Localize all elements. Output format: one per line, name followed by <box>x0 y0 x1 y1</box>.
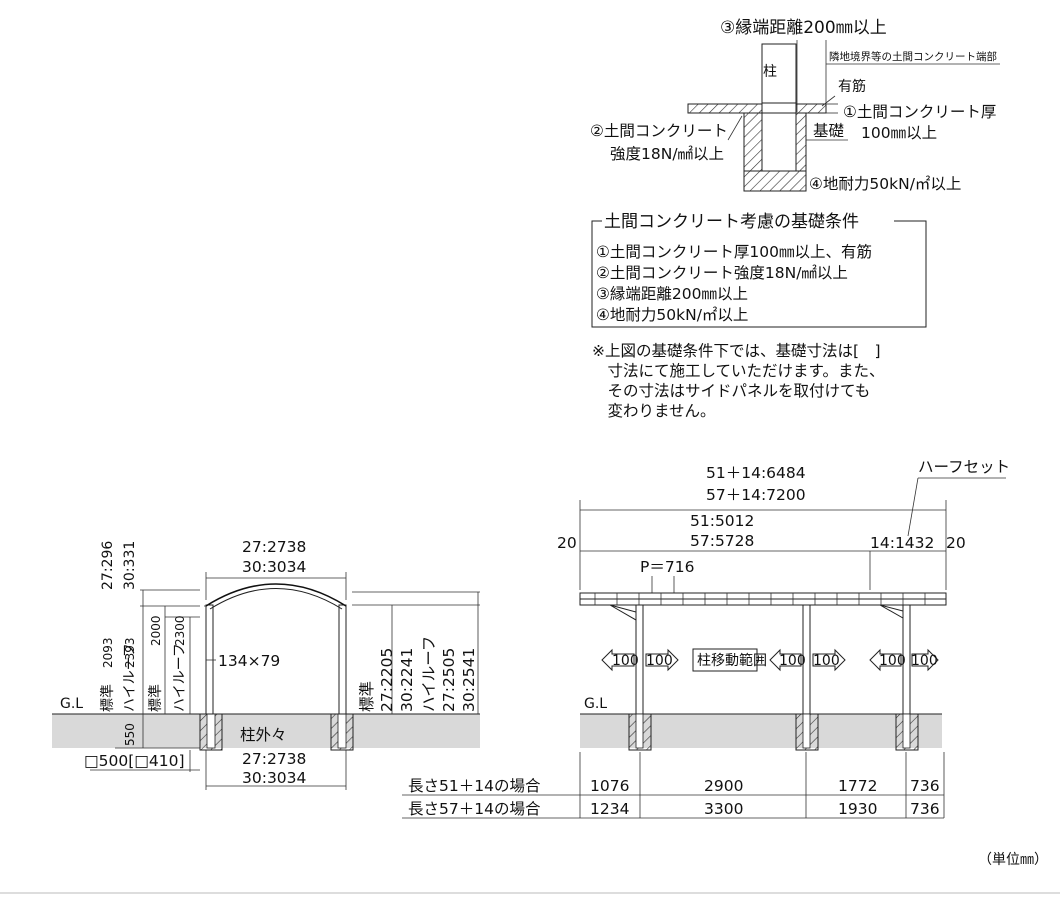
condition-item-2: ②土間コンクリート強度18N/㎟以上 <box>596 264 848 282</box>
row2-col2: 3300 <box>704 800 743 818</box>
slab-thickness-label-1: ①土間コンクリート厚 <box>843 103 996 121</box>
row1-label: 長さ51＋14の場合 <box>408 777 541 795</box>
condition-item-1: ①土間コンクリート厚100㎜以上、有筋 <box>596 243 872 261</box>
ground <box>52 714 480 748</box>
right-high-27: 27:2505 <box>440 648 458 712</box>
gl-label-front: G.L <box>60 696 83 712</box>
post-label: 柱 <box>763 64 777 80</box>
post-left <box>205 604 214 715</box>
offset-6: 100 <box>911 653 938 669</box>
roof-arc <box>205 583 347 607</box>
row2-col3: 1930 <box>838 800 877 818</box>
offset-4: 100 <box>813 653 840 669</box>
end-left: 20 <box>557 534 577 552</box>
row2-col4: 736 <box>910 800 940 818</box>
post-outer-label: 柱外々 <box>240 726 287 744</box>
offset-5: 100 <box>879 653 906 669</box>
offset-2: 100 <box>646 653 673 669</box>
std-label-inner: 標準 <box>148 684 164 712</box>
high-height: 2393 <box>123 637 137 668</box>
std-label-left: 標準 <box>100 684 116 712</box>
top-height-27: 27:296 <box>100 541 116 590</box>
bottom-width-27: 27:2738 <box>242 750 306 768</box>
post-size: 134×79 <box>218 652 280 670</box>
top-height-30: 30:331 <box>122 541 138 590</box>
length-14: 14:1432 <box>870 534 934 552</box>
foundation-detail: ③縁端距離200㎜以上 隣地境界等の土間コンクリート端部 柱 有筋 ①土間コンク… <box>590 18 1000 193</box>
front-elevation: G.L 27:2738 30:3034 27:296 30:331 2093 2… <box>52 538 480 790</box>
post-right <box>338 604 347 715</box>
total-length-57: 57＋14:7200 <box>706 486 806 504</box>
note-line-3: その寸法はサイドパネルを取付けても <box>592 382 870 400</box>
depth-label: 550 <box>123 723 137 746</box>
post-range-arrows: 100 100 柱移動範囲 100 100 100 100 <box>601 648 939 672</box>
std-height: 2093 <box>101 637 115 668</box>
end-right: 20 <box>946 534 966 552</box>
right-std-label: 標準 <box>358 681 376 712</box>
std-inner: 2000 <box>149 615 163 646</box>
note-line-1: ※上図の基礎条件下では、基礎寸法は[ ] <box>592 342 881 360</box>
pitch-label: P＝716 <box>640 558 694 576</box>
high-label-inner: ハイルーフ <box>172 643 188 712</box>
bearing-label: ④地耐力50kN/㎡以上 <box>809 175 961 193</box>
post-range-label: 柱移動範囲 <box>697 652 767 669</box>
right-high-30: 30:2541 <box>460 648 478 712</box>
row2-label: 長さ57＋14の場合 <box>408 800 541 818</box>
bottom-width-30: 30:3034 <box>242 769 306 787</box>
length-51: 51:5012 <box>690 512 754 530</box>
note-line-2: 寸法にて施工していただけます。また、 <box>592 362 885 380</box>
unit-label: （単位㎜） <box>978 852 1048 868</box>
note-line-4: 変わりません。 <box>592 402 716 420</box>
half-set-label: ハーフセット <box>918 458 1010 476</box>
length-57: 57:5728 <box>690 532 754 550</box>
rebar-label: 有筋 <box>838 78 866 95</box>
note: ※上図の基礎条件下では、基礎寸法は[ ] 寸法にて施工していただけます。また、 … <box>592 342 885 420</box>
slab-thickness-label-2: 100㎜以上 <box>861 124 937 142</box>
row1-col1: 1076 <box>590 777 629 795</box>
conditions-box: 土間コンクリート考慮の基礎条件 ①土間コンクリート厚100㎜以上、有筋 ②土間コ… <box>591 210 927 328</box>
right-high-label: ハイルーフ <box>420 636 438 712</box>
boundary-label: 隣地境界等の土間コンクリート端部 <box>829 50 997 63</box>
total-length-51: 51＋14:6484 <box>706 464 806 482</box>
row1-col3: 1772 <box>838 777 877 795</box>
side-elevation: 51＋14:6484 57＋14:7200 ハーフセット 51:5012 57:… <box>402 458 1010 819</box>
footing-size: □500[□410] <box>84 752 185 770</box>
slab-strength-label-2: 強度18N/㎟以上 <box>610 145 724 163</box>
top-width-30: 30:3034 <box>242 558 306 576</box>
right-std-27: 27:2205 <box>378 648 396 712</box>
offset-1: 100 <box>612 653 639 669</box>
high-label-left: ハイルーフ <box>122 643 138 712</box>
condition-item-4: ④地耐力50kN/㎡以上 <box>596 306 748 324</box>
row1-col4: 736 <box>910 777 940 795</box>
conditions-title: 土間コンクリート考慮の基礎条件 <box>604 212 859 232</box>
slab <box>687 103 827 114</box>
right-std-30: 30:2241 <box>398 648 416 712</box>
condition-item-3: ③縁端距離200㎜以上 <box>596 285 748 303</box>
slab-strength-label-1: ②土間コンクリート <box>590 122 728 140</box>
gl-label-side: G.L <box>584 696 607 712</box>
row2-col1: 1234 <box>590 800 629 818</box>
roof-rafters <box>594 593 926 605</box>
foundation-label: 基礎 <box>813 122 845 140</box>
length-table: 長さ51＋14の場合 長さ57＋14の場合 1076 2900 1772 736… <box>402 752 945 819</box>
row1-col2: 2900 <box>704 777 743 795</box>
high-inner: 2300 <box>173 615 187 646</box>
offset-3: 100 <box>779 653 806 669</box>
top-width-27: 27:2738 <box>242 538 306 556</box>
edge-distance-label: ③縁端距離200㎜以上 <box>720 18 887 38</box>
